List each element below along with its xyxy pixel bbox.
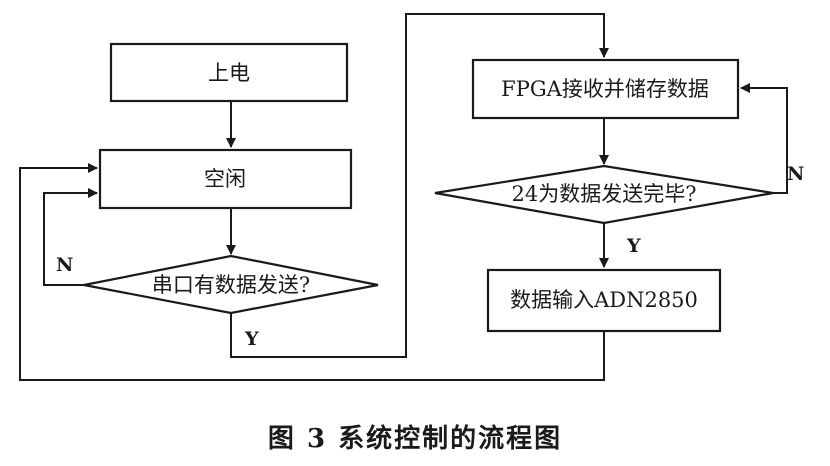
edge-label-serial-yes: Y [244,328,259,350]
node-power-on: 上电 [109,42,349,103]
node-input-adn-label: 数据输入ADN2850 [510,288,698,312]
node-fpga-receive: FPGA接收并储存数据 [471,58,740,120]
figure-caption: 图 3 系统控制的流程图 [268,423,562,454]
node-send-done-check-label: 24为数据发送完毕? [512,182,697,206]
node-send-done-check: 24为数据发送完毕? [434,164,774,225]
node-serial-check-label: 串口有数据发送? [152,273,310,297]
edge-label-serial-no: N [56,254,73,276]
arrow-input-return-to-idle [19,163,605,381]
edge-label-send-no: N [787,163,804,185]
edge-label-send-yes: Y [626,235,641,257]
node-serial-check: 串口有数据发送? [83,254,379,315]
arrow-send-no-loop [740,83,788,194]
node-input-adn: 数据输入ADN2850 [486,268,722,333]
arrow-serial-no-loop [43,188,98,286]
node-power-on-label: 上电 [208,61,250,85]
arrow-serial-yes-to-fpga [230,13,609,358]
node-idle: 空闲 [98,148,353,210]
node-fpga-receive-label: FPGA接收并储存数据 [501,77,709,101]
node-idle-label: 空闲 [204,167,246,191]
